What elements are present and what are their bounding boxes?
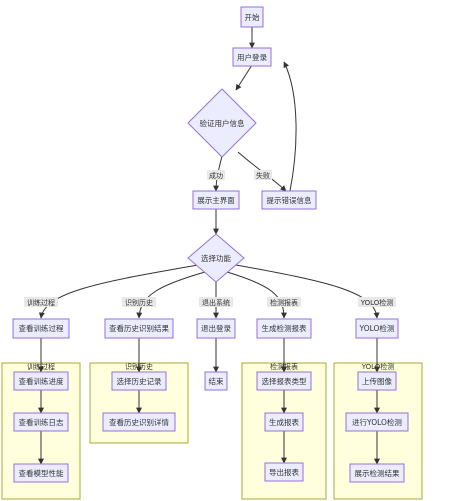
svg-text:查看训练过程: 查看训练过程 bbox=[19, 323, 64, 333]
node-end: 结束 bbox=[204, 371, 228, 391]
svg-text:导出报表: 导出报表 bbox=[269, 467, 299, 477]
node-gen-report: 生成检测报表 bbox=[256, 318, 312, 339]
node-start: 开始 bbox=[240, 6, 264, 28]
node-verify: 验证用户信息 bbox=[187, 88, 257, 158]
svg-text:失败: 失败 bbox=[256, 171, 270, 180]
node-logout: 退出登录 bbox=[196, 318, 236, 339]
svg-text:提示错误信息: 提示错误信息 bbox=[267, 195, 312, 205]
edge-login-verify bbox=[235, 64, 253, 91]
node-run-yolo: 进行YOLO检测 bbox=[345, 412, 409, 432]
edge-choose-training bbox=[38, 264, 199, 319]
edge-label-fail: 失败 bbox=[254, 170, 272, 180]
edge-choose-report bbox=[226, 271, 287, 319]
svg-text:训练过程: 训练过程 bbox=[27, 298, 55, 307]
node-login: 用户登录 bbox=[232, 47, 272, 67]
node-model-perf: 查看模型性能 bbox=[13, 463, 69, 483]
svg-text:上传图像: 上传图像 bbox=[362, 376, 392, 386]
svg-text:展示检测结果: 展示检测结果 bbox=[355, 468, 400, 478]
edge-choose-history bbox=[136, 271, 206, 319]
svg-text:查看训练日志: 查看训练日志 bbox=[19, 417, 64, 427]
svg-text:展示主界面: 展示主界面 bbox=[197, 195, 235, 205]
edge-choose-yolo bbox=[235, 264, 380, 319]
svg-text:验证用户信息: 验证用户信息 bbox=[200, 118, 245, 128]
svg-text:YOLO检测: YOLO检测 bbox=[359, 323, 395, 333]
node-yolo: YOLO检测 bbox=[355, 318, 399, 339]
svg-text:检测报表: 检测报表 bbox=[270, 298, 298, 307]
svg-text:选择报表类型: 选择报表类型 bbox=[262, 376, 307, 386]
svg-text:生成报表: 生成报表 bbox=[269, 417, 299, 427]
node-generate-report: 生成报表 bbox=[264, 412, 304, 432]
node-main-ui: 展示主界面 bbox=[192, 190, 240, 210]
svg-text:查看模型性能: 查看模型性能 bbox=[19, 468, 64, 478]
svg-text:YOLO检测: YOLO检测 bbox=[360, 298, 394, 307]
svg-text:退出登录: 退出登录 bbox=[201, 323, 231, 333]
svg-text:选择功能: 选择功能 bbox=[201, 253, 231, 263]
node-choose: 选择功能 bbox=[187, 233, 245, 283]
svg-text:查看训练进度: 查看训练进度 bbox=[19, 376, 64, 386]
node-choose-history: 选择历史记录 bbox=[111, 371, 167, 391]
node-export-report: 导出报表 bbox=[264, 462, 304, 482]
edge-label-success: 成功 bbox=[207, 170, 225, 180]
svg-text:成功: 成功 bbox=[209, 171, 223, 180]
node-train-log: 查看训练日志 bbox=[13, 412, 69, 432]
svg-text:查看历史识别详情: 查看历史识别详情 bbox=[109, 417, 169, 427]
svg-text:查看历史识别结果: 查看历史识别结果 bbox=[109, 323, 169, 333]
node-history-detail: 查看历史识别详情 bbox=[102, 412, 176, 432]
node-view-history: 查看历史识别结果 bbox=[104, 318, 174, 339]
svg-text:开始: 开始 bbox=[245, 12, 260, 22]
node-train-progress: 查看训练进度 bbox=[13, 371, 69, 391]
svg-text:进行YOLO检测: 进行YOLO检测 bbox=[352, 417, 402, 427]
edge-label-history: 识别历史 bbox=[122, 297, 156, 307]
node-choose-report-type: 选择报表类型 bbox=[256, 371, 312, 391]
svg-text:识别历史: 识别历史 bbox=[125, 298, 153, 307]
svg-text:退出系统: 退出系统 bbox=[202, 298, 230, 307]
edge-label-report: 检测报表 bbox=[267, 297, 301, 307]
svg-text:用户登录: 用户登录 bbox=[237, 52, 267, 62]
svg-text:结束: 结束 bbox=[209, 376, 224, 386]
svg-text:生成检测报表: 生成检测报表 bbox=[262, 323, 307, 333]
edge-label-training: 训练过程 bbox=[24, 297, 58, 307]
svg-text:选择历史记录: 选择历史记录 bbox=[117, 376, 162, 386]
node-upload-image: 上传图像 bbox=[357, 371, 397, 391]
node-error: 提示错误信息 bbox=[261, 190, 317, 210]
edge-label-exit: 退出系统 bbox=[199, 297, 233, 307]
node-show-result: 展示检测结果 bbox=[349, 463, 405, 483]
edges bbox=[38, 27, 380, 465]
edge-error-login bbox=[283, 61, 297, 192]
node-view-training: 查看训练过程 bbox=[12, 318, 70, 339]
edge-label-yolo: YOLO检测 bbox=[358, 297, 396, 307]
